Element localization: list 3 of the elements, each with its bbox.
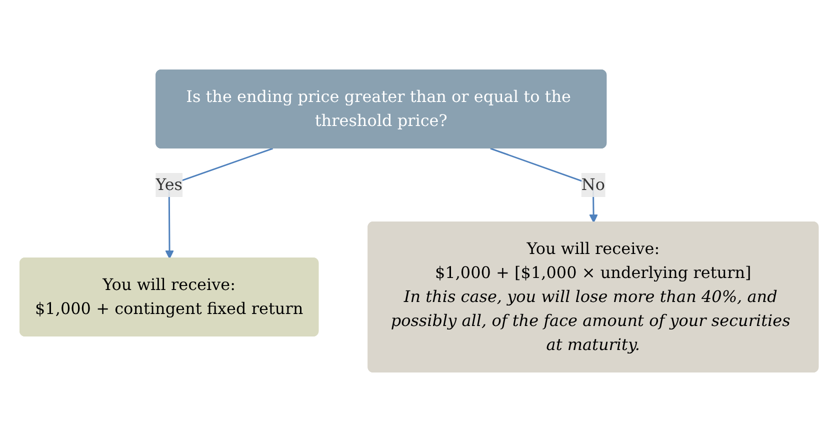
edge-label: No (581, 175, 605, 194)
edge-label: Yes (156, 175, 182, 194)
arrow (490, 148, 598, 223)
